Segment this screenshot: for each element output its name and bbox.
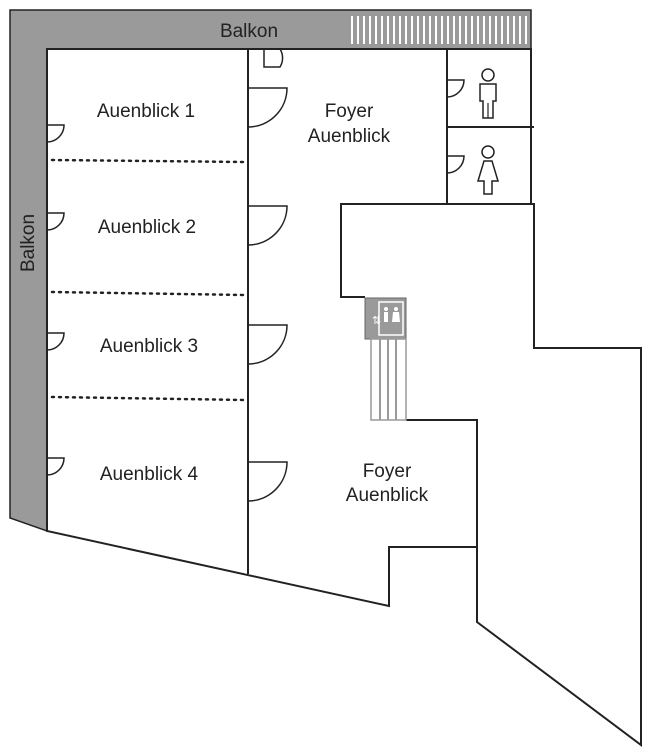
elevator-icon: ⇅ bbox=[364, 297, 407, 340]
balcony-top-label: Balkon bbox=[220, 21, 278, 42]
core-wall bbox=[340, 203, 447, 298]
divider-2-3 bbox=[50, 290, 247, 297]
foyer-lower-line1: Foyer bbox=[363, 461, 412, 482]
divider-3-4 bbox=[50, 395, 247, 402]
lower-foyer-wall bbox=[406, 419, 478, 547]
building-outline bbox=[46, 48, 642, 747]
door-room1-balcony[interactable] bbox=[46, 124, 65, 143]
room-label-auenblick-4: Auenblick 4 bbox=[100, 464, 199, 485]
female-restroom-icon bbox=[476, 145, 500, 195]
foyer-upper-line1: Foyer bbox=[325, 101, 374, 122]
door-room4-foyer[interactable] bbox=[247, 461, 288, 502]
room-label-auenblick-3: Auenblick 3 bbox=[100, 336, 198, 357]
male-restroom-icon bbox=[479, 68, 497, 119]
divider-1-2 bbox=[50, 158, 247, 164]
svg-text:⇅: ⇅ bbox=[372, 314, 381, 327]
stairs-hatch-icon bbox=[351, 16, 527, 44]
door-room2-balcony[interactable] bbox=[46, 212, 65, 231]
balcony-side-label: Balkon bbox=[18, 214, 39, 272]
balcony-doors bbox=[46, 124, 65, 476]
room-dividers bbox=[50, 158, 247, 402]
room-label-auenblick-1: Auenblick 1 bbox=[97, 101, 195, 122]
balcony: Balkon Balkon bbox=[9, 9, 532, 533]
foyer-doors bbox=[247, 48, 288, 502]
restroom-block bbox=[446, 49, 534, 205]
door-room1-foyer[interactable] bbox=[247, 87, 288, 128]
door-balcony-top[interactable] bbox=[263, 48, 284, 68]
door-female-restroom[interactable] bbox=[446, 155, 465, 174]
door-room4-balcony[interactable] bbox=[46, 457, 65, 476]
restroom-doors bbox=[446, 79, 465, 174]
room-label-auenblick-2: Auenblick 2 bbox=[98, 217, 196, 238]
door-room3-balcony[interactable] bbox=[46, 332, 65, 351]
door-male-restroom[interactable] bbox=[446, 79, 465, 98]
stairs-icon bbox=[370, 338, 407, 421]
foyer-upper-line2: Auenblick bbox=[308, 126, 391, 147]
door-room3-foyer[interactable] bbox=[247, 324, 288, 365]
door-room2-foyer[interactable] bbox=[247, 205, 288, 246]
foyer-lower-line2: Auenblick bbox=[346, 485, 429, 506]
